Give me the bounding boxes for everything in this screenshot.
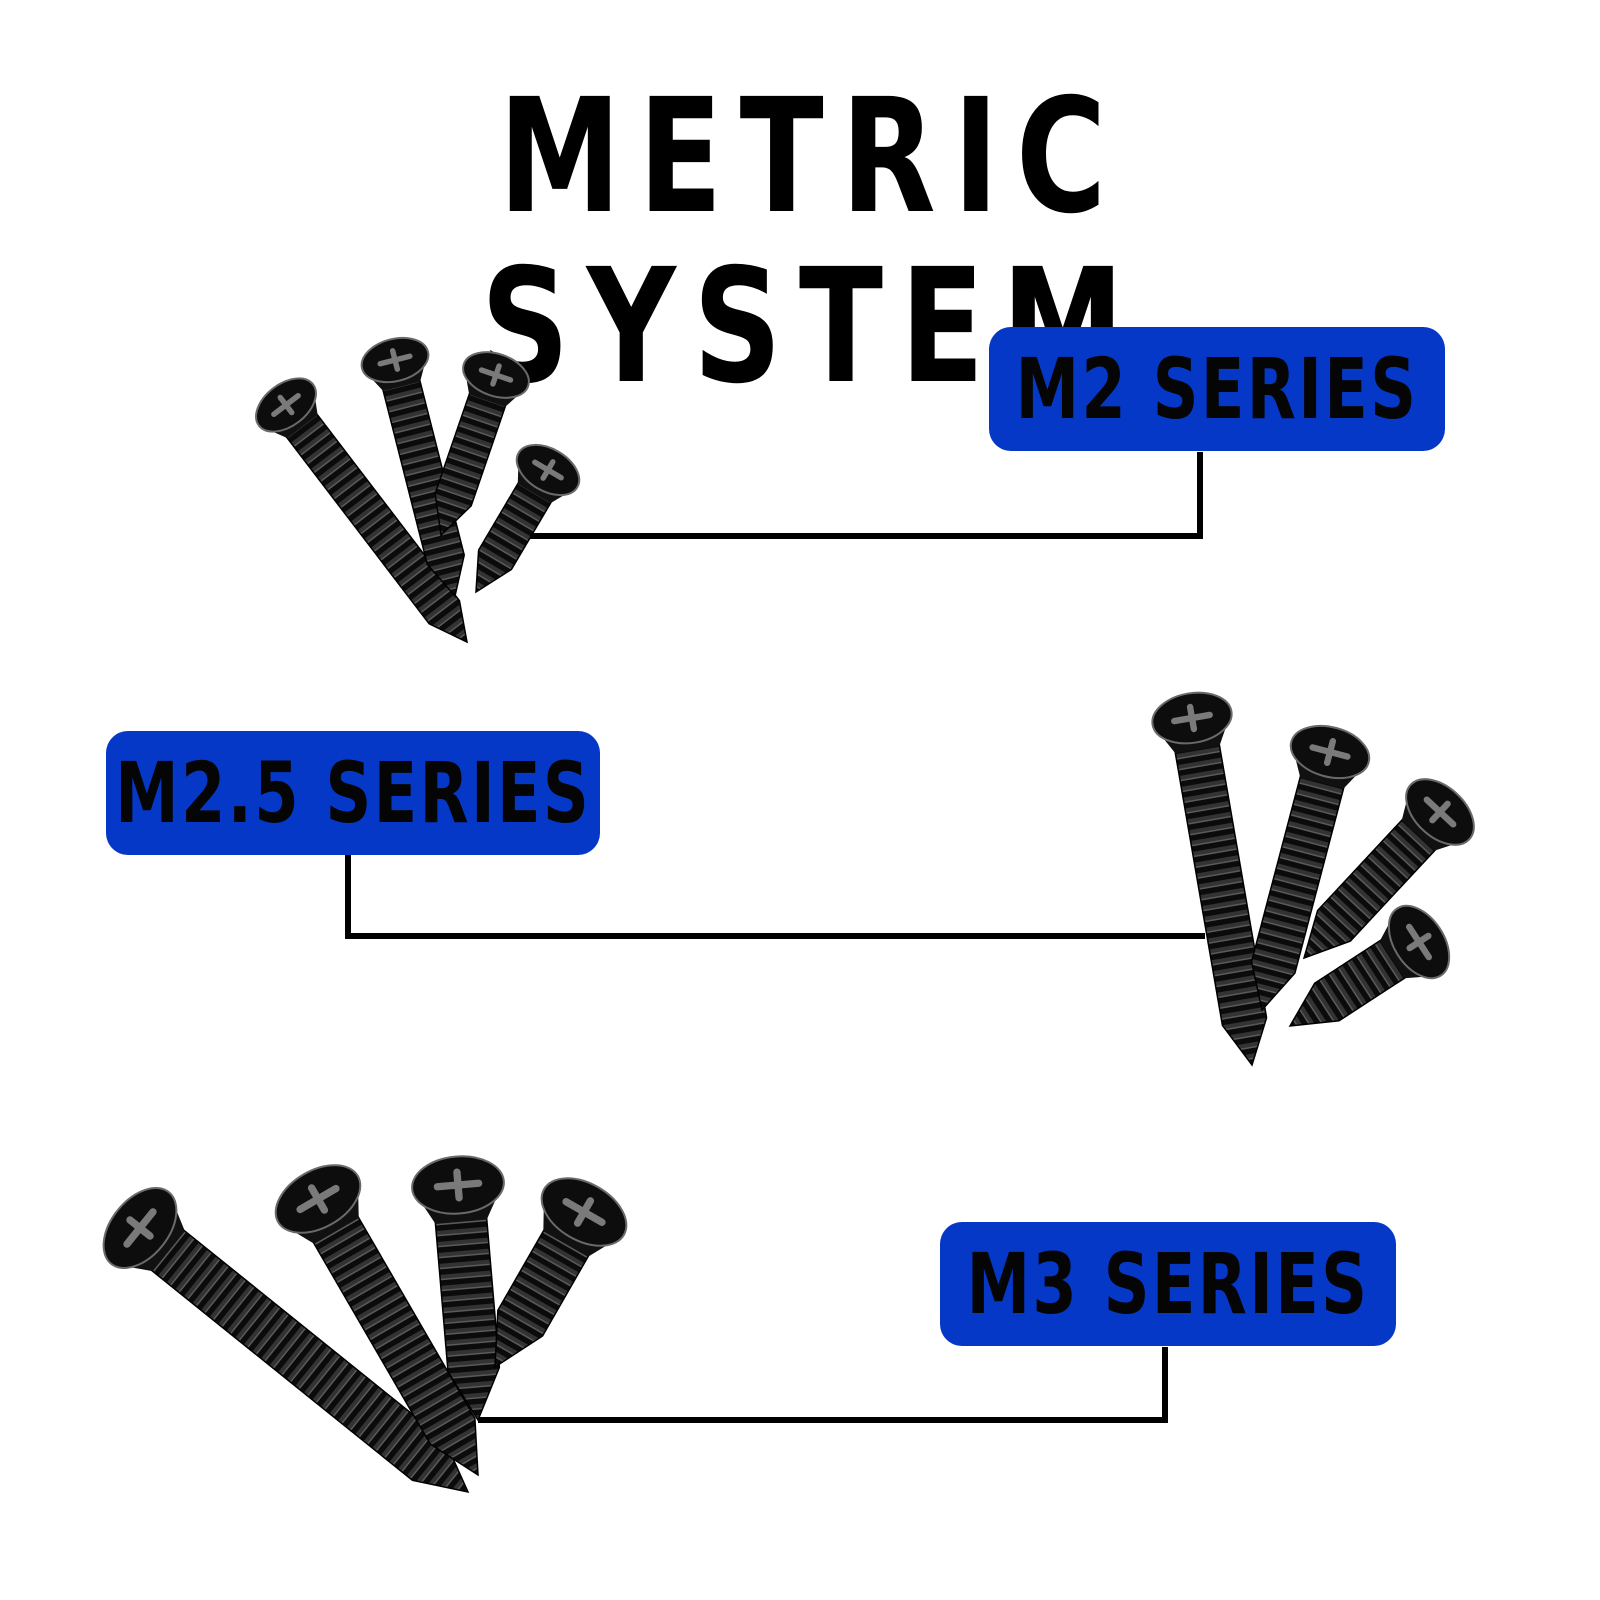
m2-series-badge: M2 SERIES [989, 327, 1445, 451]
phillips-cross-icon [1423, 796, 1457, 828]
m25-connector-line [345, 855, 1205, 939]
m2-screw-4 [475, 443, 581, 594]
phillips-cross-icon [562, 1197, 606, 1227]
m3-screw-4 [494, 1177, 628, 1369]
phillips-cross-icon [377, 348, 413, 372]
m2-series-label: M2 SERIES [1015, 340, 1419, 438]
m25-series-badge: M2.5 SERIES [106, 731, 600, 855]
m25-screw-1 [1151, 691, 1268, 1067]
m3-connector-line [478, 1347, 1168, 1423]
phillips-cross-icon [532, 459, 564, 481]
m2-screw-2 [360, 336, 466, 598]
m3-screw-2 [274, 1164, 479, 1477]
m25-screw-2 [1250, 724, 1371, 1012]
phillips-cross-icon [1171, 703, 1213, 733]
phillips-cross-icon [433, 1168, 483, 1202]
phillips-cross-icon [296, 1184, 340, 1214]
m2-screw-3 [434, 351, 530, 537]
phillips-cross-icon [1405, 923, 1433, 961]
m3-series-badge: M3 SERIES [940, 1222, 1396, 1346]
phillips-cross-icon [123, 1208, 157, 1248]
m3-series-label: M3 SERIES [966, 1235, 1370, 1333]
m3-screw-1 [102, 1186, 470, 1494]
phillips-cross-icon [478, 363, 514, 387]
m25-screw-3 [1302, 778, 1475, 960]
m25-series-label: M2.5 SERIES [114, 744, 592, 842]
phillips-cross-icon [1309, 738, 1351, 766]
m2-connector-line [530, 452, 1203, 539]
m2-screw-1 [255, 377, 469, 644]
screw-shaft [1171, 727, 1268, 1067]
m25-screw-4 [1288, 904, 1451, 1027]
phillips-cross-icon [271, 392, 301, 418]
m3-screw-3 [411, 1155, 505, 1422]
